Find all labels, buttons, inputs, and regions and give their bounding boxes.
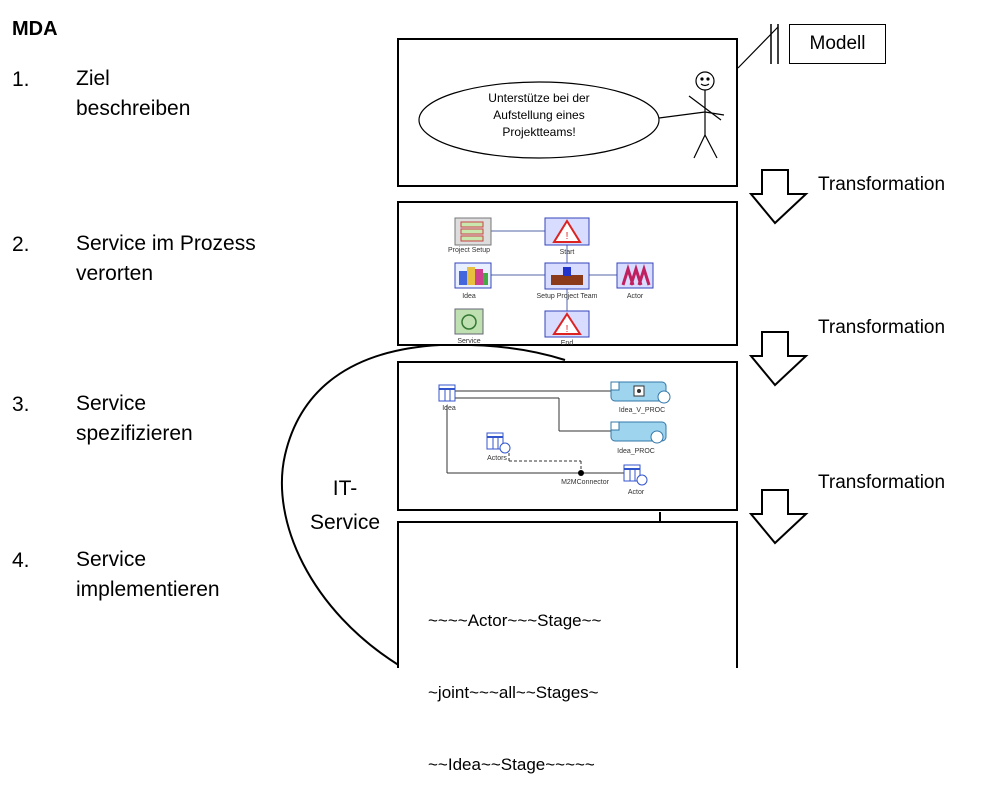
specification-diagram: Idea Idea_V_PROC Idea_PROC Actors [438,381,671,496]
it-service-label: IT- Service [303,472,387,540]
process-diagram: Project Setup ! Start Idea Setup Project… [448,217,654,347]
spec-label-idea-proc: Idea_PROC [617,448,655,455]
transformation-arrow-2 [748,331,809,387]
ellipse-line-2: Aufstellung eines [493,108,584,122]
implementation-code: ~~~~Actor~~~Stage~~ ~joint~~~all~~Stages… [428,561,601,801]
ellipse-line-1: Unterstütze bei der [488,91,589,105]
step-4-text: Service implementieren [76,545,220,605]
idea-proc-node: Idea_PROC [610,421,667,455]
step-3-line2: spezifizieren [76,422,193,445]
transformation-label-3: Transformation [818,472,946,493]
step-2-text: Service im Prozess verorten [76,229,256,289]
page-title: MDA [12,18,58,40]
stick-figure-icon [658,71,725,159]
code-line-2: ~joint~~~all~~Stages~ [428,683,599,702]
node-label-actor: Actor [627,293,644,300]
step-1-line1: Ziel [76,67,110,90]
modell-callout [737,24,779,69]
node-label-idea: Idea [462,293,476,300]
svg-text:!: ! [566,231,569,242]
service-node: Service [454,308,484,345]
transformation-label-2: Transformation [818,317,946,338]
project-setup-node: Project Setup [448,217,492,254]
step-3-number: 3. [12,393,30,416]
goal-ellipse [418,81,660,159]
svg-text:!: ! [566,324,569,335]
transformation-label-1: Transformation [818,174,946,195]
it-service-line1: IT- [332,477,358,500]
spec-label-idea: Idea [442,405,456,412]
spec-label-actors: Actors [487,455,507,462]
spec-label-idea-v-proc: Idea_V_PROC [619,407,665,414]
step-3-line1: Service [76,392,147,415]
panel-process-model: Project Setup ! Start Idea Setup Project… [397,201,738,347]
actor-table-icon: Actor [623,464,648,496]
idea-table-icon: Idea [438,384,456,412]
idea-node: Idea [454,262,492,300]
step-1-number: 1. [12,68,30,91]
actors-table-icon: Actors [486,432,511,462]
end-node: ! End [544,310,590,347]
step-2-number: 2. [12,233,30,256]
step-1-text: Ziel beschreiben [76,64,190,124]
node-label-end: End [561,340,574,347]
step-4-line2: implementieren [76,578,220,601]
it-service-line2: Service [309,511,381,534]
step-4-line1: Service [76,548,147,571]
setup-project-team-node: Setup Project Team [537,262,598,300]
step-4-number: 4. [12,549,30,572]
start-node: ! Start [544,217,590,256]
code-line-3: ~~Idea~~Stage~~~~~ [428,755,595,774]
panel-specification-model: Idea Idea_V_PROC Idea_PROC Actors [397,361,738,511]
node-label-setup-project-team: Setup Project Team [537,293,598,300]
idea-v-proc-node: Idea_V_PROC [610,381,671,414]
panel-goal-model: Unterstütze bei der Aufstellung eines Pr… [397,38,738,187]
panel-implementation [397,521,738,668]
step-2-line1: Service im Prozess [76,232,256,255]
node-label-service: Service [457,338,480,345]
spec-label-m2mconnector: M2MConnector [561,479,610,486]
ellipse-line-3: Projektteams! [502,125,575,139]
node-label-start: Start [560,249,575,256]
code-line-1: ~~~~Actor~~~Stage~~ [428,611,602,630]
transformation-arrow-1 [748,169,809,225]
actor-node: Actor [616,262,654,300]
it-service-arc [280,343,661,667]
node-label-project-setup: Project Setup [448,247,490,254]
transformation-arrow-3 [748,489,809,545]
step-2-line2: verorten [76,262,154,285]
spec-label-actor: Actor [628,489,645,496]
step-1-line2: beschreiben [76,97,191,120]
modell-label: Modell [789,24,886,64]
step-3-text: Service spezifizieren [76,389,193,449]
goal-diagram: Unterstütze bei der Aufstellung eines Pr… [418,71,725,159]
